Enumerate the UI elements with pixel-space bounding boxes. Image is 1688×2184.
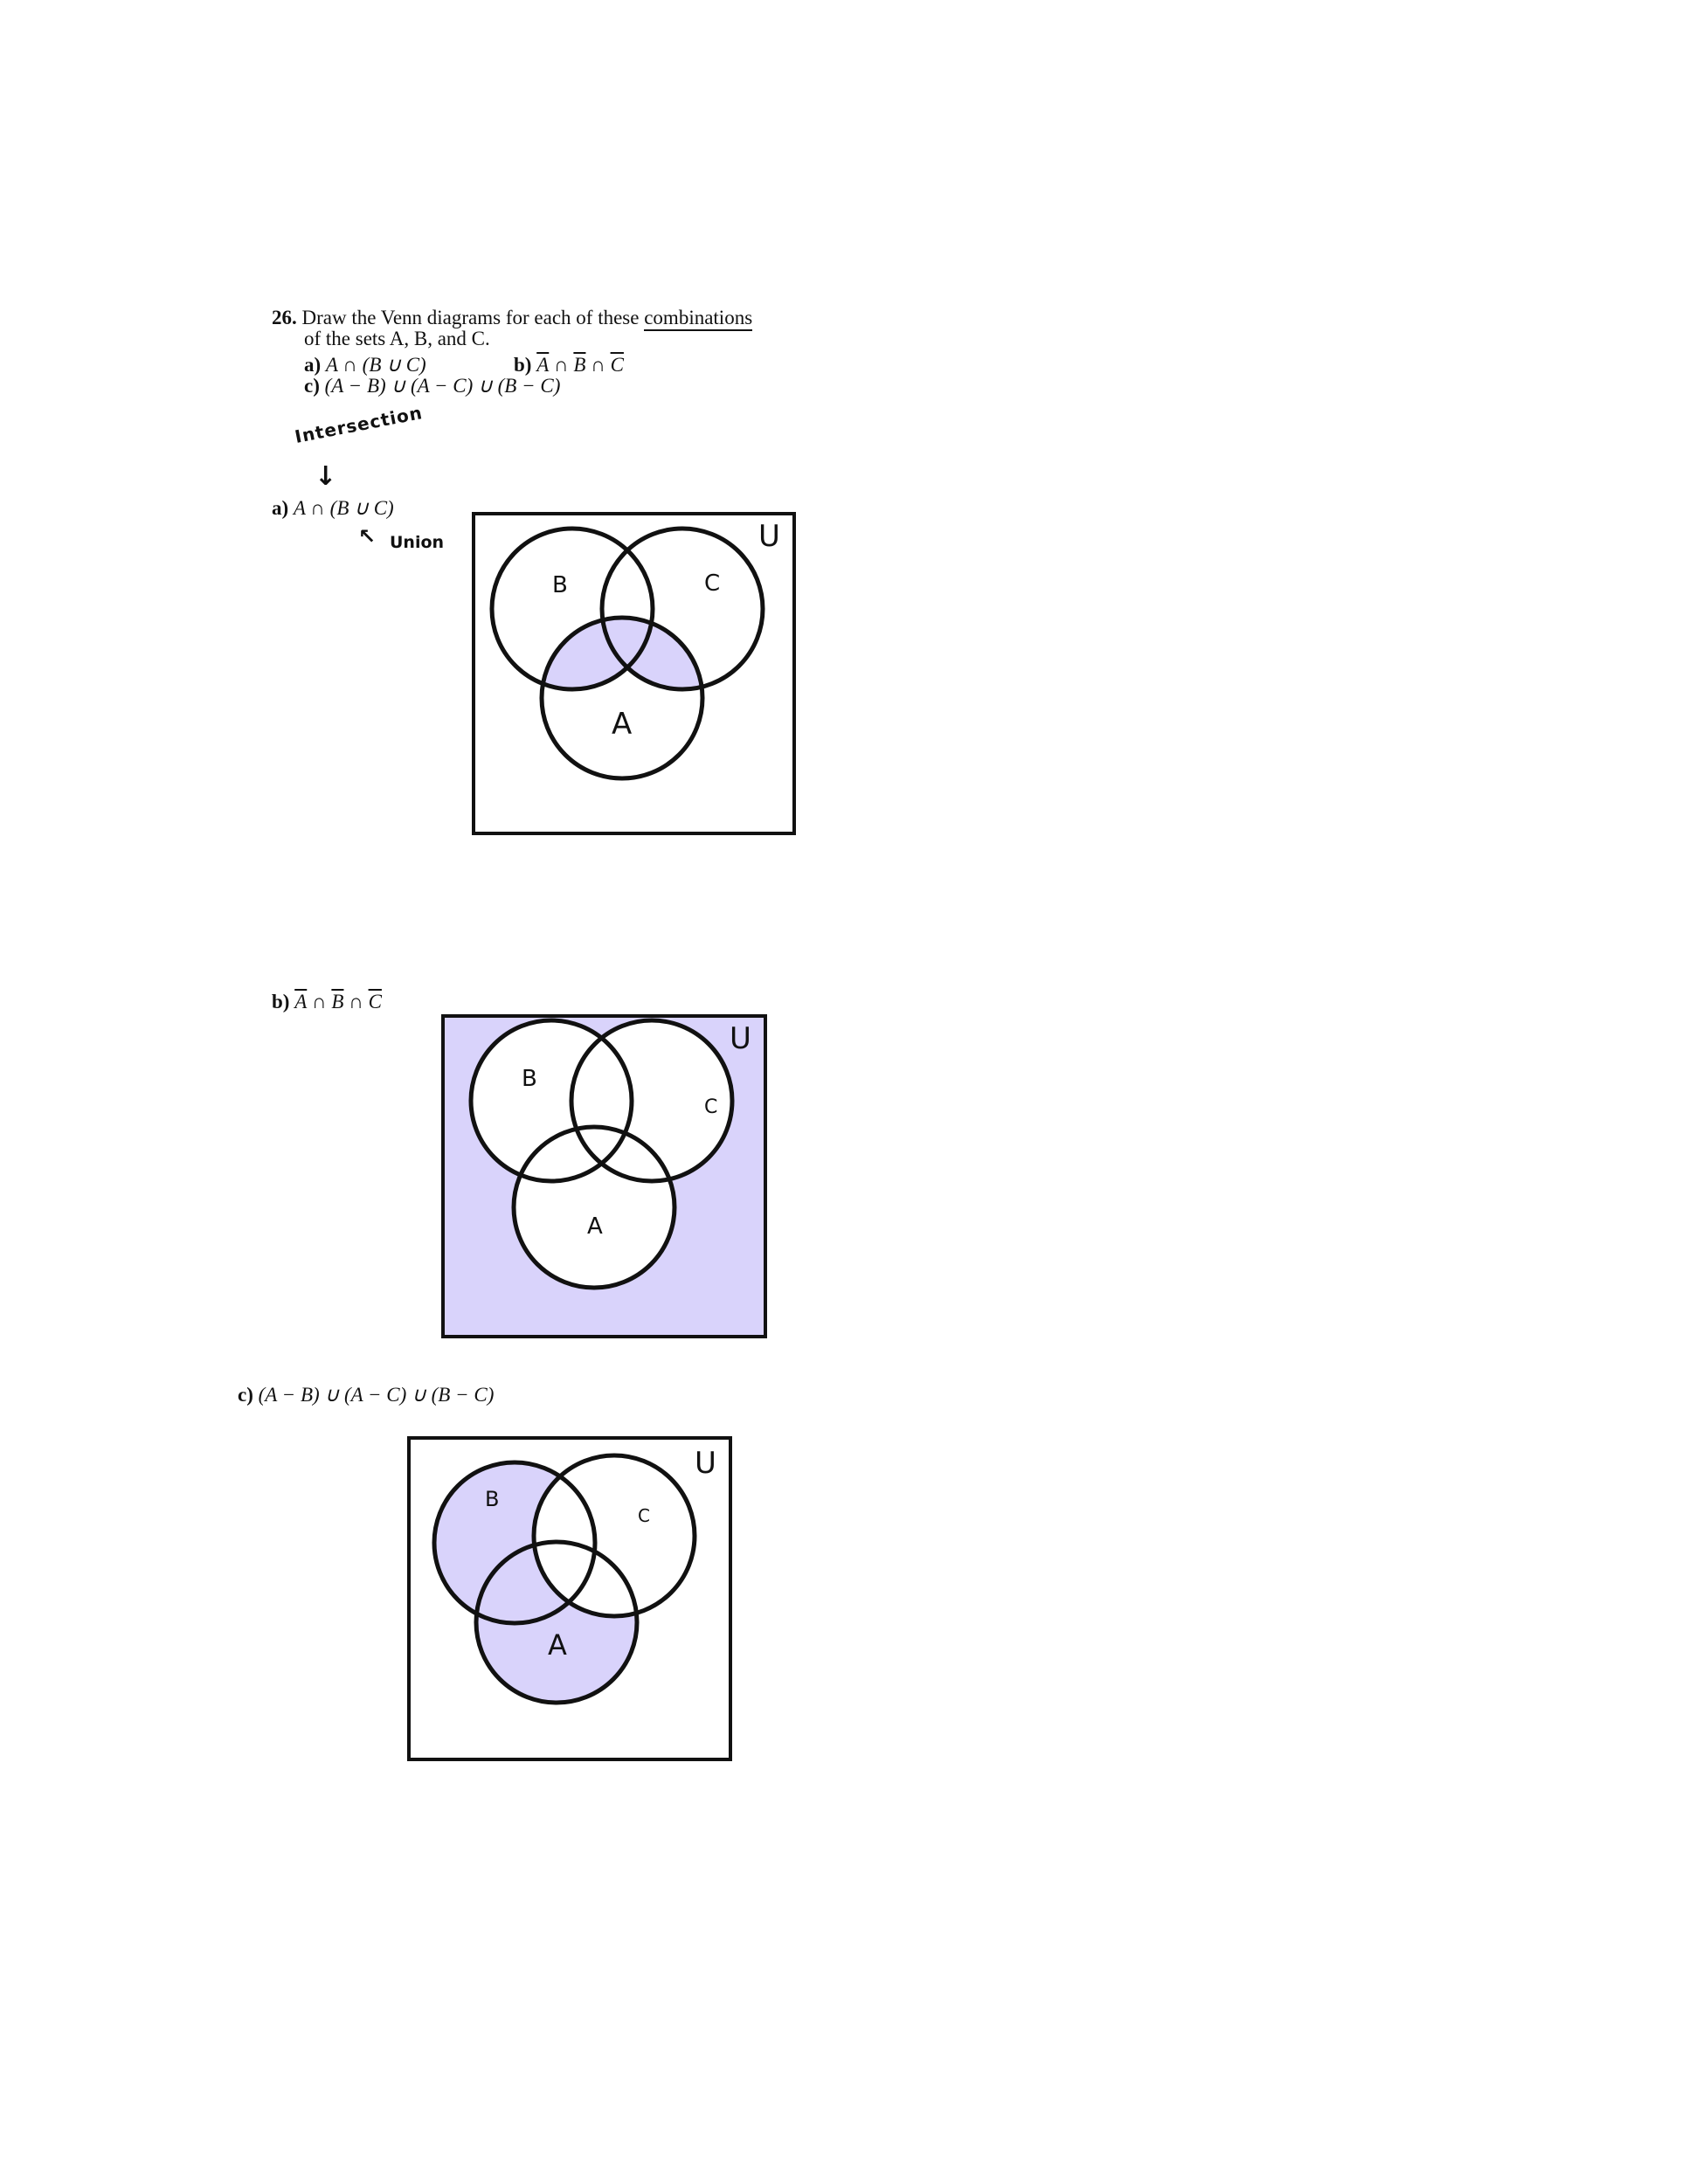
label-b: B <box>485 1487 499 1511</box>
underlined-word: combinations <box>644 307 753 331</box>
section-b-op2: ∩ <box>343 991 369 1013</box>
set-a-circle <box>539 615 705 781</box>
section-b-op1: ∩ <box>307 991 332 1013</box>
label-universe: U <box>695 1446 716 1481</box>
set-c-circle <box>569 1018 735 1184</box>
part-b-label: b) <box>514 354 532 376</box>
set-b-circle <box>489 526 655 692</box>
section-a-label: a) <box>272 497 289 519</box>
problem-part-b: b) A ∩ B ∩ C <box>514 355 624 376</box>
label-a: A <box>587 1213 603 1240</box>
label-c: C <box>704 570 720 597</box>
set-b-circle <box>432 1460 598 1626</box>
label-a: A <box>548 1628 567 1662</box>
shaded-region-b <box>443 1016 765 1337</box>
section-b-heading: b) A ∩ B ∩ C <box>272 992 382 1013</box>
set-a-circle <box>474 1539 640 1705</box>
section-c-expr: (A − B) ∪ (A − C) ∪ (B − C) <box>258 1384 495 1406</box>
up-arrow-icon: ↖ <box>358 524 377 549</box>
label-b: B <box>552 572 568 598</box>
section-b-expr-c: C <box>368 991 382 1013</box>
label-c: C <box>704 1096 717 1118</box>
label-universe: U <box>730 1021 751 1056</box>
set-a-circle <box>511 1124 677 1290</box>
universe-box-c <box>407 1436 732 1761</box>
part-b-expr-a: A <box>536 354 550 376</box>
part-b-expr-b: B <box>573 354 586 376</box>
part-c-expr: (A − B) ∪ (A − C) ∪ (B − C) <box>324 375 561 397</box>
part-a-expr: A ∩ (B ∪ C) <box>325 354 426 376</box>
problem-number: 26. <box>272 307 297 328</box>
problem-text-line2: of the sets A, B, and C. <box>304 328 490 349</box>
part-a-label: a) <box>304 354 322 376</box>
section-a-heading: a) A ∩ (B ∪ C) <box>272 498 394 519</box>
section-a-expr: A ∩ (B ∪ C) <box>293 497 394 519</box>
part-b-expr-c: C <box>610 354 624 376</box>
section-c-heading: c) (A − B) ∪ (A − C) ∪ (B − C) <box>238 1385 494 1406</box>
section-b-expr-b: B <box>331 991 344 1013</box>
label-b: B <box>522 1066 537 1092</box>
down-arrow-icon: ↓ <box>315 461 337 492</box>
problem-part-c: c) (A − B) ∪ (A − C) ∪ (B − C) <box>304 376 560 397</box>
union-annotation: Union <box>390 533 445 552</box>
problem-text-line1: Draw the Venn diagrams for each of these <box>301 307 640 328</box>
problem-statement: 26. Draw the Venn diagrams for each of t… <box>272 307 753 331</box>
set-b-circle <box>468 1018 634 1184</box>
set-c-circle <box>599 526 765 692</box>
section-b-label: b) <box>272 991 290 1013</box>
set-c-circle <box>531 1453 697 1619</box>
label-a: A <box>612 707 632 742</box>
venn-diagram-b: B C A U <box>441 1014 767 1338</box>
section-c-label: c) <box>238 1384 253 1406</box>
part-b-op2: ∩ <box>585 354 611 376</box>
label-c: C <box>638 1505 650 1526</box>
part-b-op1: ∩ <box>549 354 574 376</box>
universe-box-b <box>441 1014 767 1338</box>
venn-diagram-c: B C A U <box>407 1436 732 1761</box>
label-universe: U <box>758 519 780 554</box>
universe-box-a <box>472 512 796 835</box>
shaded-region-c-a-minus-b <box>534 1542 637 1616</box>
problem-part-a: a) A ∩ (B ∪ C) <box>304 355 426 376</box>
part-c-label: c) <box>304 375 320 397</box>
section-b-expr-a: A <box>294 991 308 1013</box>
venn-diagram-a: B C A U <box>472 512 796 835</box>
